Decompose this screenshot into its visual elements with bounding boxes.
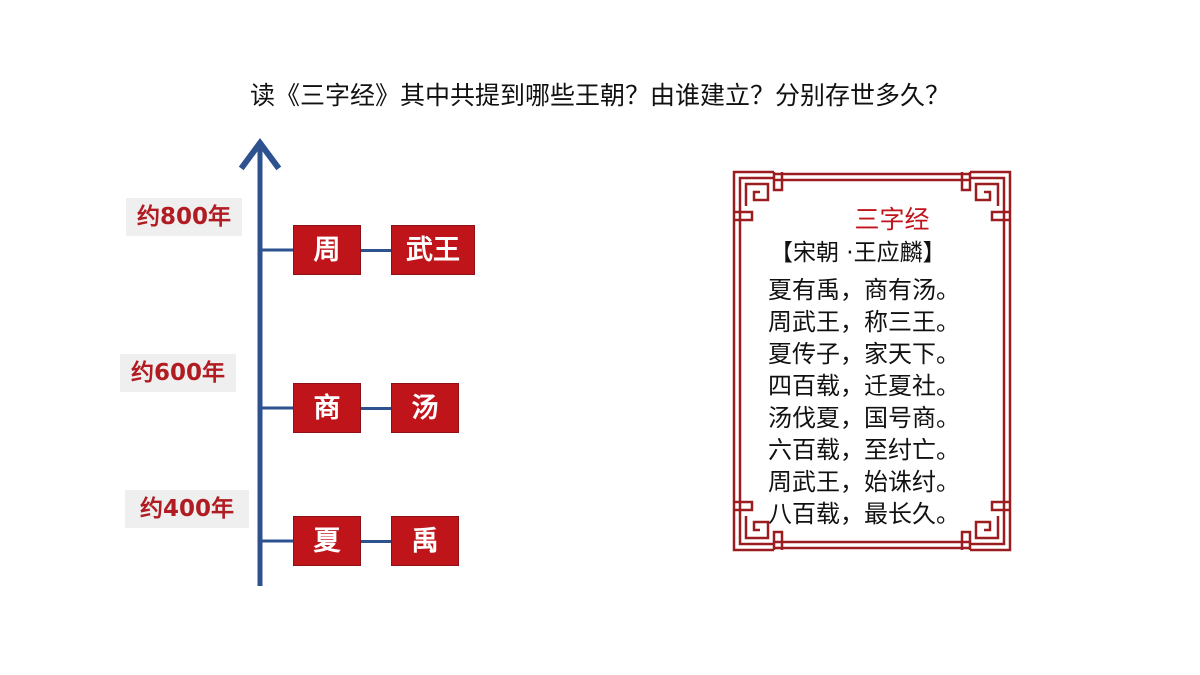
dynasty-box-shang: 商 bbox=[293, 383, 361, 433]
arrow-up-icon bbox=[238, 137, 282, 171]
poem-line: 汤伐夏，国号商。 bbox=[768, 404, 960, 432]
duration-label-shang: 约600年 bbox=[120, 354, 236, 392]
poem-author: 【宋朝 ·王应麟】 bbox=[770, 240, 946, 266]
dynasty-box-zhou: 周 bbox=[293, 225, 361, 275]
connector-shang bbox=[361, 407, 391, 410]
corner-ornament-top-left bbox=[732, 170, 784, 222]
founder-box-xia: 禹 bbox=[391, 516, 459, 566]
question-heading: 读《三字经》其中共提到哪些王朝？由谁建立？分别存世多久？ bbox=[249, 81, 950, 110]
founder-box-zhou: 武王 bbox=[391, 225, 475, 275]
duration-label-xia: 约400年 bbox=[125, 490, 249, 528]
poem-line: 八百载，最长久。 bbox=[768, 500, 960, 528]
poem-line: 周武王，始诛纣。 bbox=[768, 468, 960, 496]
decorative-frame bbox=[732, 170, 1012, 552]
poem-line: 夏有禹，商有汤。 bbox=[768, 276, 960, 304]
poem-line: 周武王，称三王。 bbox=[768, 308, 960, 336]
corner-ornament-bottom-right bbox=[960, 500, 1012, 552]
founder-box-shang: 汤 bbox=[391, 383, 459, 433]
corner-ornament-top-right bbox=[960, 170, 1012, 222]
corner-ornament-bottom-left bbox=[732, 500, 784, 552]
duration-label-zhou: 约800年 bbox=[126, 198, 242, 236]
dynasty-box-xia: 夏 bbox=[293, 516, 361, 566]
poem-line: 夏传子，家天下。 bbox=[768, 340, 960, 368]
connector-xia bbox=[361, 540, 391, 543]
poem-title: 三字经 bbox=[854, 205, 930, 234]
poem-line: 四百载，迁夏社。 bbox=[768, 372, 960, 400]
poem-line: 六百载，至纣亡。 bbox=[768, 436, 960, 464]
connector-zhou bbox=[361, 249, 391, 252]
